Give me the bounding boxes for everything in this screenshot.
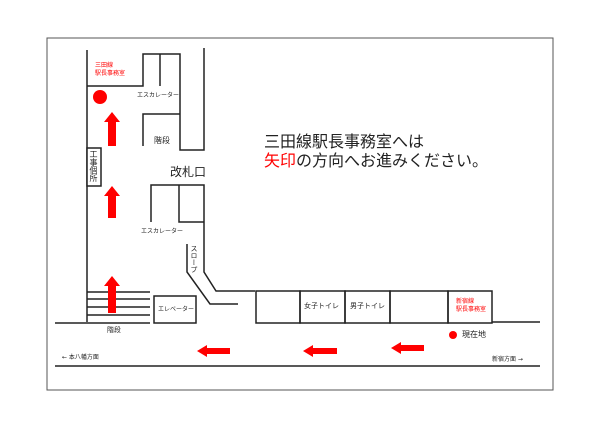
arrow-left-icon [303, 345, 337, 357]
mens-toilet-label: 男子トイレ [350, 302, 385, 310]
frame [46, 37, 554, 391]
stairs-upper-label: 階段 [154, 136, 170, 145]
current-location-label: 現在地 [462, 330, 486, 339]
ticket-gate-label: 改札口 [170, 165, 207, 179]
arrow-up-icon [104, 276, 120, 313]
arrow-up-icon [104, 186, 120, 218]
direction-right-label: 新宿方面 → [492, 356, 523, 363]
slope-label: スロープ [190, 245, 198, 273]
mita-office-label-2: 駅長事務室 [95, 70, 126, 77]
arrows [93, 90, 457, 357]
stairs-lower-label: 階段 [107, 326, 121, 334]
womens-toilet-label: 女子トイレ [304, 302, 339, 310]
current-location-marker [449, 331, 457, 339]
mita-office-marker [93, 90, 107, 104]
elevator-label: エレベーター [158, 306, 195, 313]
direction-left-label: ← 本八幡方面 [62, 354, 99, 361]
arrow-left-icon [391, 342, 424, 354]
escalator-bottom-label: エスカレーター [141, 228, 184, 235]
construction-label: 工事個所 [89, 150, 98, 182]
walls [55, 48, 540, 367]
notice-line-2-rest: の方向へお進みください。 [296, 151, 489, 170]
notice-line-1: 三田線駅長事務室へは [264, 132, 425, 151]
shinjuku-office-label-1: 新宿線 [456, 298, 475, 305]
escalator-top-label: エスカレーター [137, 92, 180, 99]
shinjuku-office-label-2: 駅長事務室 [456, 306, 487, 313]
mita-office-label-1: 三田線 [95, 62, 114, 69]
arrow-up-icon [104, 112, 120, 146]
arrow-left-icon [197, 345, 230, 357]
notice-line-2: 矢印の方向へお進みください。 [264, 153, 488, 169]
notice-arrow-word: 矢印 [264, 151, 297, 170]
